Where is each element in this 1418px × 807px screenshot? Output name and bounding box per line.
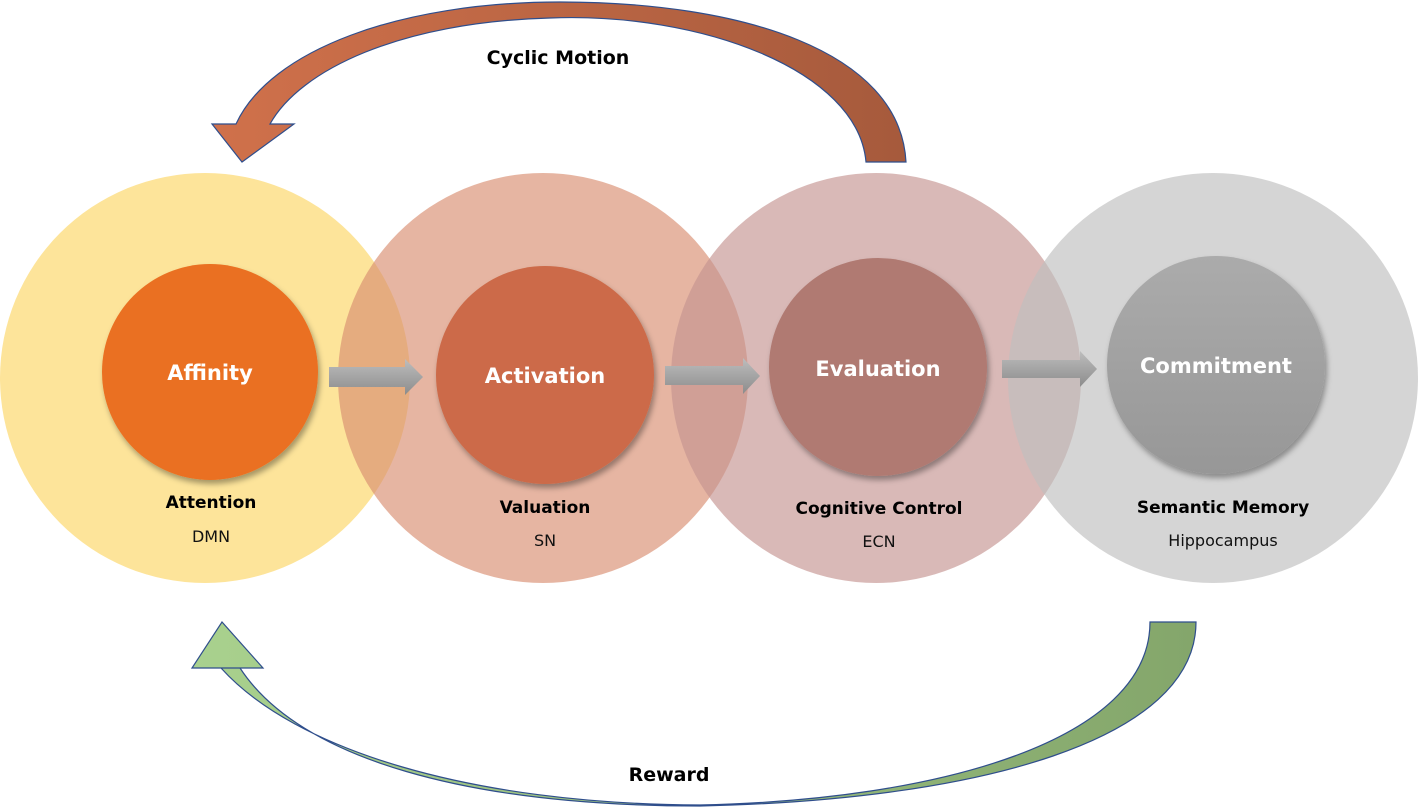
affinity-function: Attention [166,493,257,513]
commitment-network: Hippocampus [1168,531,1277,550]
arrow-evaluation-to-commitment [1002,351,1097,387]
activation-circle[interactable] [436,266,654,484]
activation-title: Activation [485,364,605,388]
affinity-network: DMN [192,527,230,546]
right-arrow-icon [665,358,760,394]
curved-arrow-up-icon [190,621,1197,807]
affinity-circle[interactable] [102,264,318,480]
commitment-title: Commitment [1140,354,1292,378]
arrow-affinity-to-activation [329,359,423,395]
arrow-activation-to-evaluation [665,358,760,394]
affinity-title: Affinity [167,361,253,385]
evaluation-network: ECN [862,532,895,551]
activation-network: SN [534,531,556,550]
right-arrow-icon [1002,351,1097,387]
commitment-function: Semantic Memory [1137,498,1309,518]
right-arrow-icon [329,359,423,395]
evaluation-title: Evaluation [815,357,940,381]
curved-arrow-left-icon [210,1,907,163]
cyclic-motion-label: Cyclic Motion [487,47,630,69]
reward-label: Reward [629,764,710,786]
activation-function: Valuation [500,498,591,518]
reward-arrow [190,621,1197,807]
commitment-circle[interactable] [1107,256,1325,474]
evaluation-circle[interactable] [769,258,987,476]
cyclic-motion-arrow [210,1,907,163]
evaluation-function: Cognitive Control [795,499,962,519]
